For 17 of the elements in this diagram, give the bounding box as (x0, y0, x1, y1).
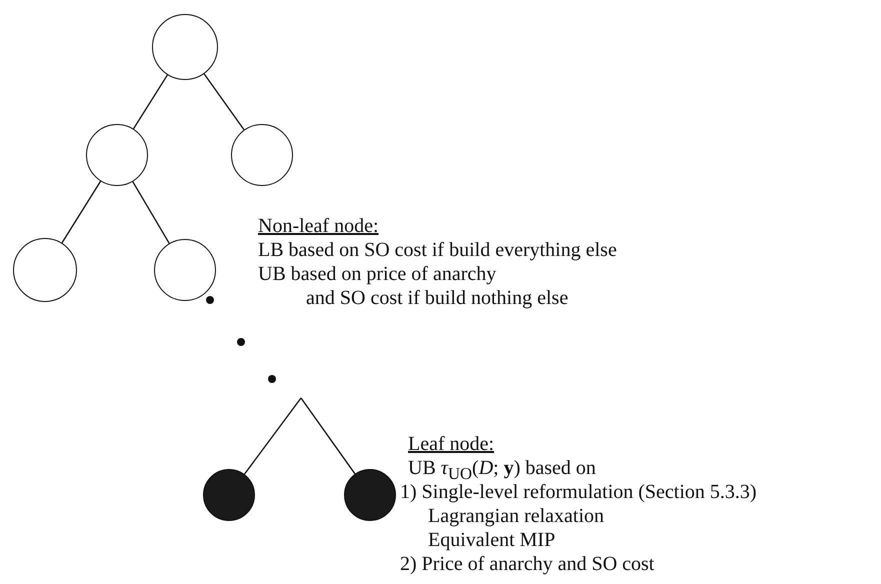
tree-edge (204, 74, 245, 130)
tree-edge (300, 398, 356, 474)
annotation-text: Equivalent MIP (428, 528, 556, 552)
tree-edge (132, 74, 168, 130)
annotation-text: LB based on SO cost if build everything else (258, 238, 617, 262)
circle-node (154, 239, 216, 301)
annotation-text: 2) Price of anarchy and SO cost (400, 552, 654, 576)
tree-edge (132, 181, 170, 244)
filled-circle-node (344, 469, 396, 521)
annotation-text: and SO cost if build nothing else (306, 286, 568, 310)
filled-circle-node (203, 469, 255, 521)
annotation-text: Lagrangian relaxation (428, 504, 604, 528)
annotation-text: UB based on price of anarchy (258, 262, 496, 286)
annotation-heading: Non-leaf node: (258, 214, 379, 238)
tree-edge (61, 180, 102, 244)
tree-edge (244, 398, 302, 475)
annotation-heading: Leaf node: (408, 432, 494, 456)
